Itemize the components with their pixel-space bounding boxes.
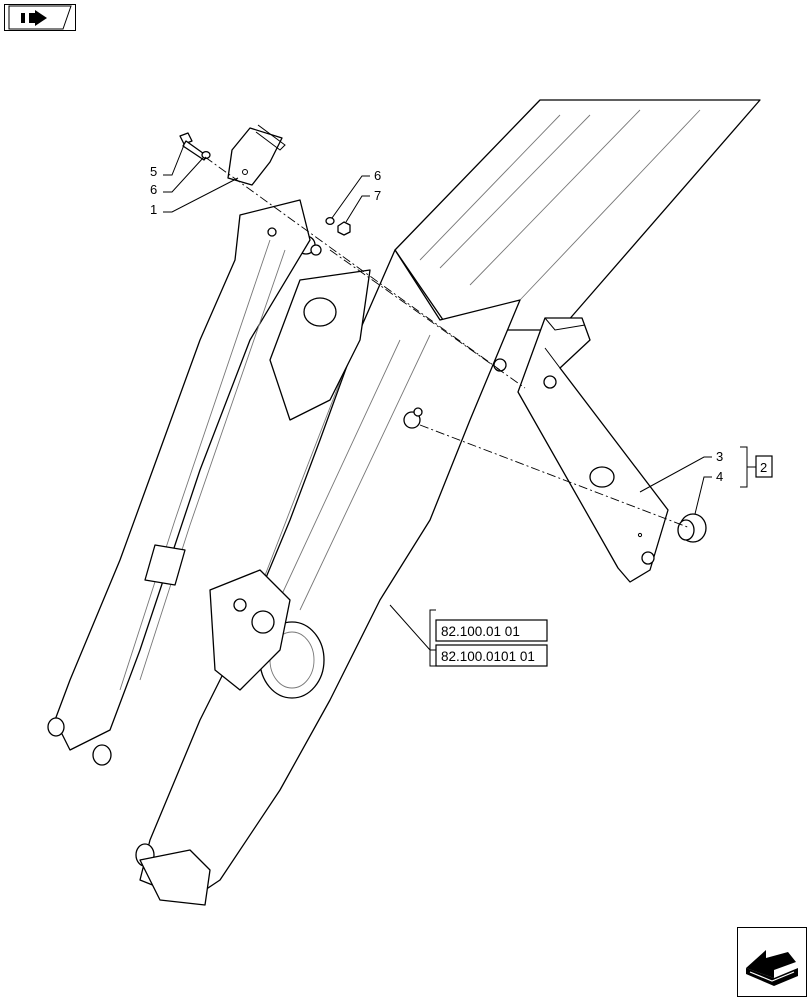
- reference-box-2[interactable]: [435, 644, 548, 667]
- part-4-bushing: [677, 513, 707, 543]
- kit-reference-2[interactable]: 2: [755, 455, 773, 478]
- reference-link-1[interactable]: 82.100.01 01: [441, 624, 520, 639]
- part-1-bracket: [227, 124, 286, 186]
- callout-1: 1: [150, 202, 157, 217]
- kit-reference-label: 2: [760, 460, 767, 475]
- assembly-centerlines: [204, 156, 691, 529]
- callout-5: 5: [150, 164, 157, 179]
- previous-page-button[interactable]: [4, 4, 76, 31]
- part-3-indicator-plate: [517, 317, 669, 583]
- callout-3: 3: [716, 449, 723, 464]
- part-6-washer-right: [325, 216, 335, 226]
- leader-lines: [163, 144, 756, 667]
- loader-boom: [135, 99, 761, 906]
- tilt-link-arm: [47, 199, 311, 766]
- part-6-washer-upper: [201, 150, 211, 160]
- callout-7: 7: [374, 188, 381, 203]
- callout-6-upper: 6: [150, 182, 157, 197]
- callout-labels: 5 6 1 6 7 3 4: [150, 164, 723, 484]
- reference-box-1[interactable]: [435, 619, 548, 642]
- next-page-button[interactable]: [737, 927, 807, 997]
- part-5-bolt: [179, 132, 208, 161]
- reference-link-2[interactable]: 82.100.0101 01: [441, 649, 535, 664]
- page-forward-icon: [746, 950, 798, 986]
- callout-6-right: 6: [374, 168, 381, 183]
- part-7-nut: [337, 221, 351, 236]
- page-back-icon: [8, 5, 72, 30]
- cross-reference-links[interactable]: 82.100.01 01 82.100.0101 01: [435, 619, 548, 667]
- callout-4: 4: [716, 469, 723, 484]
